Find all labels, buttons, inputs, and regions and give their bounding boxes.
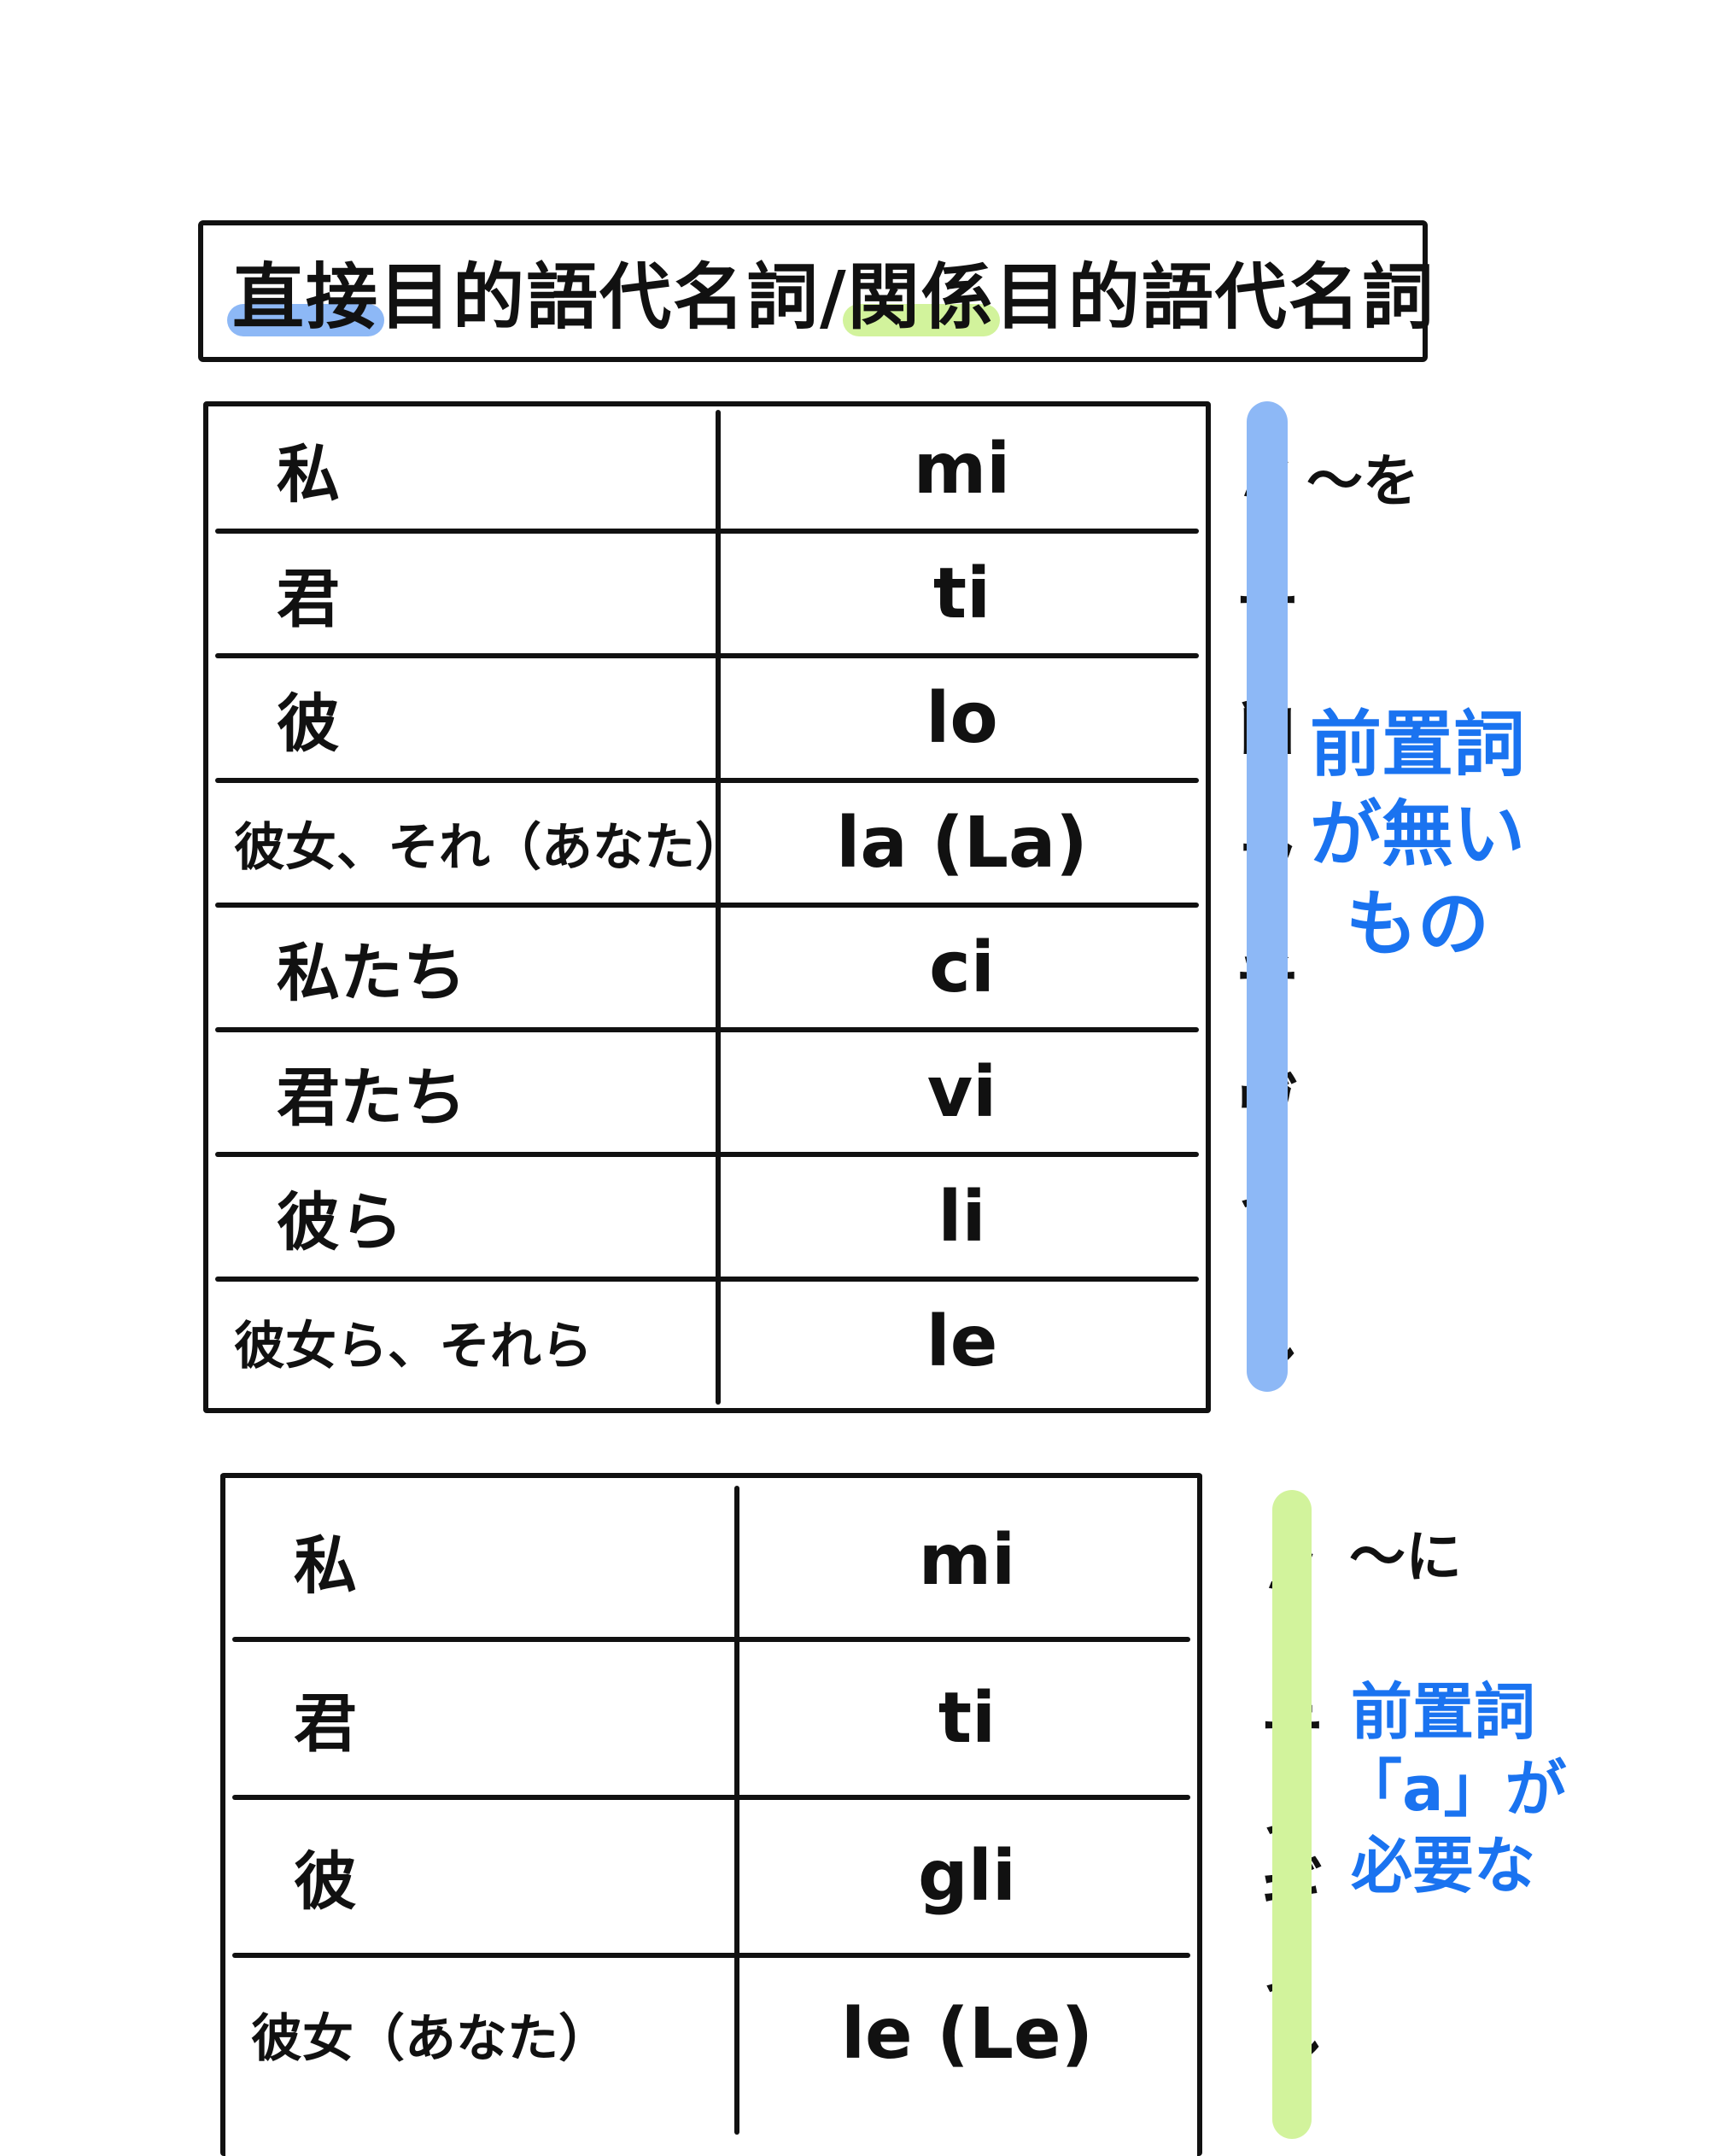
pronoun-italian: mi (918, 1520, 1016, 1601)
pronoun-italian: vi (926, 1051, 997, 1133)
indirect-blue-note-line-3: 必要な (1350, 1830, 1535, 1902)
pronoun-italian: le (926, 1300, 998, 1382)
row-divider (215, 529, 1199, 534)
pronoun-japanese: 君 (294, 1687, 357, 1761)
pronoun-italian: li (938, 1176, 986, 1258)
pronoun-japanese: 彼ら (277, 1185, 403, 1259)
direct-blue-note-line-3: もの (1345, 882, 1489, 966)
row-divider (215, 1277, 1199, 1282)
pronoun-italian: gli (918, 1836, 1016, 1917)
title-direct-object: 目的語代名詞/ (379, 254, 848, 339)
direct-kana-highlight (1247, 401, 1288, 1392)
row-divider (215, 653, 1199, 658)
pronoun-japanese: 彼女ら、それら (234, 1316, 593, 1376)
pronoun-japanese: 彼 (277, 687, 340, 761)
row-divider (232, 1953, 1190, 1958)
pronoun-japanese: 彼 (294, 1845, 357, 1919)
pronoun-italian: ci (929, 926, 995, 1008)
indirect-object-table (220, 1473, 1202, 2156)
direct-blue-note: 前置詞 が無い もの (1306, 700, 1528, 969)
pronoun-italian: la (La) (836, 802, 1088, 884)
title-indirect-object: 目的語代名詞 (994, 254, 1435, 339)
indirect-blue-note-line-1: 前置詞 (1350, 1676, 1535, 1748)
title-highlight-direct: 直接 (226, 240, 385, 343)
row-divider (232, 1637, 1190, 1642)
pronoun-italian: le (Le) (840, 1994, 1094, 2075)
title-box (198, 220, 1428, 362)
indirect-blue-note: 前置詞 「a」が 必要な (1341, 1674, 1567, 1904)
pronoun-japanese: 私 (294, 1529, 357, 1603)
title-highlight-indirect: 関係 (842, 240, 1000, 343)
pronoun-italian: mi (913, 428, 1011, 510)
row-divider (215, 778, 1199, 783)
direct-blue-note-line-1: 前置詞 (1309, 703, 1525, 786)
indirect-side-note: 〜に (1349, 1524, 1462, 1590)
pronoun-italian: ti (932, 552, 991, 634)
row-divider (232, 1795, 1190, 1800)
indirect-blue-note-line-2: 「a」が (1341, 1753, 1567, 1825)
indirect-kana-highlight (1272, 1490, 1312, 2139)
pronoun-italian: ti (938, 1678, 996, 1759)
direct-object-table (203, 401, 1211, 1413)
direct-side-note: 〜を (1306, 448, 1419, 514)
row-divider (215, 1152, 1199, 1157)
pronoun-italian: lo (926, 677, 998, 759)
indirect-table-column-divider (734, 1486, 739, 2135)
pronoun-japanese: 君たち (277, 1060, 466, 1135)
row-divider (215, 903, 1199, 908)
pronoun-japanese: 私たち (277, 936, 466, 1010)
row-divider (215, 1027, 1199, 1032)
pronoun-japanese: 彼女（あなた） (251, 2009, 610, 2069)
pronoun-japanese: 彼女、それ（あなた） (234, 817, 746, 878)
pronoun-japanese: 私 (277, 437, 340, 511)
pronoun-japanese: 君 (277, 562, 340, 636)
page-title: 直接 目的語代名詞/ 関係 目的語代名詞 (198, 220, 1434, 362)
direct-blue-note-line-2: が無い (1309, 792, 1525, 876)
